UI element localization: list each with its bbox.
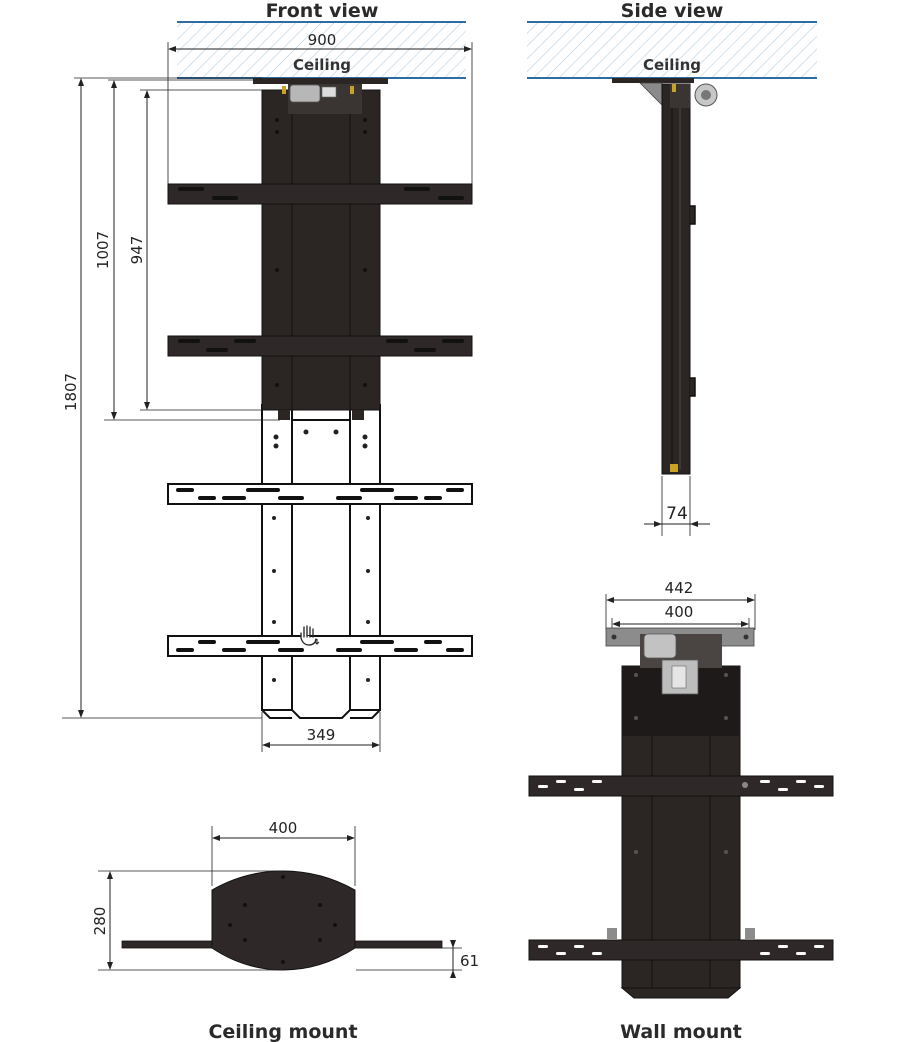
wall-bar-2 — [528, 928, 834, 961]
dim-front-width: 900 — [167, 31, 473, 190]
dim-947: 947 — [128, 89, 262, 411]
side-ceiling-label: Ceiling — [643, 56, 701, 74]
dim-wall-outer-label: 442 — [665, 579, 694, 597]
dim-ceil-thickness-label: 61 — [460, 952, 479, 970]
front-ceiling: Ceiling — [177, 21, 466, 79]
dim-front-width-label: 900 — [308, 31, 337, 49]
dim-1007: 1007 — [94, 79, 280, 421]
front-dark-bar-2 — [167, 335, 473, 357]
dim-ceil-width: 400 — [211, 819, 356, 886]
front-ceiling-label: Ceiling — [293, 56, 351, 74]
dim-ceil-height-label: 280 — [91, 907, 109, 936]
dim-ceil-width-label: 400 — [269, 819, 298, 837]
dim-ceil-height: 280 — [91, 870, 283, 971]
front-lower-frame — [261, 404, 381, 719]
ceiling-plate — [121, 870, 443, 971]
dim-wall-outer: 442 — [605, 579, 756, 630]
front-dark-bar-1 — [167, 183, 473, 205]
dim-wall-inner-label: 400 — [665, 603, 694, 621]
wall-mount-title: Wall mount — [620, 1021, 742, 1042]
wall-motor — [640, 633, 722, 695]
wall-body — [620, 665, 742, 999]
front-white-bar-1 — [167, 483, 473, 505]
wall-mount-view: 442 400 — [528, 579, 834, 1042]
side-ceiling: Ceiling — [527, 21, 817, 79]
side-view-title: Side view — [621, 0, 724, 22]
wall-bar-1 — [528, 775, 834, 797]
front-top-bracket — [253, 78, 388, 84]
dim-side-depth-label: 74 — [666, 504, 688, 524]
dim-frame-width-label: 349 — [307, 726, 336, 744]
dim-frame-width: 349 — [261, 712, 381, 752]
dim-side-depth: 74 — [644, 476, 710, 536]
front-motor — [282, 84, 362, 114]
dim-1007-label: 1007 — [94, 231, 112, 269]
dim-total-height-label: 1807 — [62, 373, 80, 411]
side-view: Side view Ceiling 74 — [527, 0, 817, 536]
front-view: Front view Ceiling 900 — [62, 0, 473, 752]
dim-ceil-thickness: 61 — [356, 940, 479, 978]
dim-total-height: 1807 — [62, 77, 262, 719]
dim-947-label: 947 — [128, 236, 146, 265]
ceiling-mount-view: 400 280 61 Ceiling mount — [91, 819, 479, 1042]
front-white-bar-2 — [167, 635, 473, 657]
front-upper-body — [261, 89, 381, 420]
front-view-title: Front view — [266, 0, 379, 22]
ceiling-mount-title: Ceiling mount — [208, 1021, 357, 1042]
hand-cursor-icon — [300, 625, 320, 646]
side-body — [612, 78, 718, 475]
